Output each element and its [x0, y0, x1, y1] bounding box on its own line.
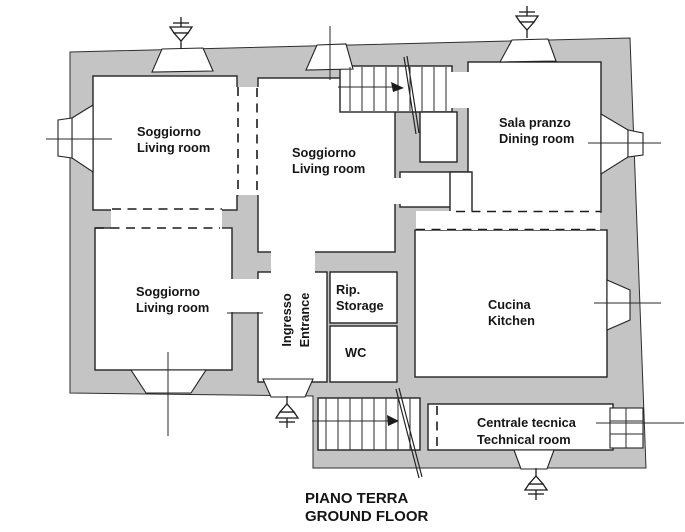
label-technical-en: Technical room: [477, 432, 571, 447]
label-kitchen-it: Cucina: [488, 297, 532, 312]
room-dining: [467, 61, 602, 213]
stairs-upper-arrow: [338, 82, 404, 92]
label-entrance-it: Ingresso: [279, 293, 294, 347]
label-living-room-1-it: Soggiorno: [137, 124, 201, 139]
entrance-marker-bottom-right: [524, 467, 548, 501]
entrance-marker-bottom-left: [275, 395, 299, 429]
label-dining-it: Sala pranzo: [499, 115, 571, 130]
section-line-lower: [395, 387, 423, 479]
room-living-room-1: [92, 75, 238, 211]
door-top-right: [499, 38, 557, 63]
section-line-upper: [403, 55, 420, 135]
label-living-room-3-it: Soggiorno: [136, 284, 200, 299]
caption-floor-it: PIANO TERRA: [305, 490, 409, 507]
room-kitchen: [414, 229, 608, 378]
door-living2-corridor: [394, 178, 401, 204]
room-entrance: [257, 271, 328, 383]
stairs-lower-area: [317, 397, 421, 451]
label-living-room-2-it: Soggiorno: [292, 145, 356, 160]
label-wc: WC: [345, 345, 366, 360]
opening-living1-living3: [111, 208, 222, 229]
door-living2-entrance: [271, 251, 315, 273]
label-living-room-1-en: Living room: [137, 140, 210, 155]
door-living3-entrance: [231, 279, 259, 312]
opening-dining-kitchen: [416, 211, 600, 230]
label-dining-en: Dining room: [499, 131, 574, 146]
opening-living1-living2: [236, 87, 259, 195]
label-technical-it: Centrale tecnica: [477, 415, 577, 430]
caption-floor-en: GROUND FLOOR: [305, 508, 428, 525]
entrance-marker-top-right: [515, 5, 539, 39]
label-storage-it: Rip.: [336, 282, 360, 297]
door-bottom-technical: [513, 449, 555, 470]
window-right-kitchen: [606, 279, 631, 331]
label-living-room-3-en: Living room: [136, 300, 209, 315]
room-technical: [427, 403, 614, 451]
window-right-technical: [609, 407, 644, 449]
window-left-sill: [57, 117, 73, 159]
door-stairs-dining: [451, 72, 469, 108]
stairs-lower-treads: [325, 398, 411, 450]
stairs-lower-arrow: [312, 415, 399, 426]
door-bottom-entrance: [262, 378, 314, 398]
door-top-left: [151, 47, 214, 73]
entrance-marker-top-left: [169, 16, 193, 50]
room-storage: [329, 271, 398, 324]
label-living-room-2-en: Living room: [292, 161, 365, 176]
label-storage-en: Storage: [336, 298, 384, 313]
label-kitchen-en: Kitchen: [488, 313, 535, 328]
closet-area: [419, 111, 458, 163]
label-entrance-en: Entrance: [297, 293, 312, 348]
room-wc: [329, 325, 398, 383]
room-living-room-3: [94, 227, 233, 371]
